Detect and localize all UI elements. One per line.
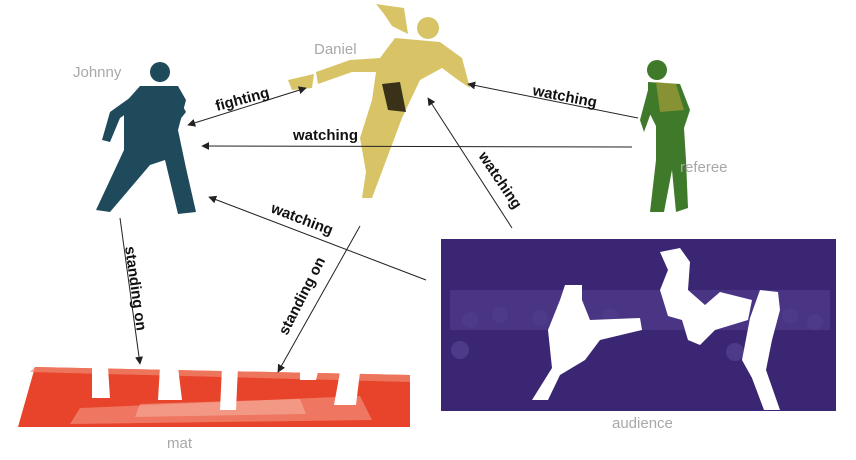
audience-label: audience bbox=[612, 415, 673, 432]
johnny-left-arm bbox=[102, 92, 140, 142]
audience-node bbox=[441, 239, 836, 411]
mat-label: mat bbox=[167, 435, 193, 452]
referee-label: referee bbox=[680, 159, 728, 176]
johnny-head bbox=[150, 62, 170, 82]
daniel-kicking-foot bbox=[288, 74, 314, 90]
edge-label-audience-johnny: watching bbox=[268, 200, 336, 240]
daniel-head bbox=[417, 17, 439, 39]
referee-shirt bbox=[656, 82, 684, 112]
edge-label-fighting: fighting bbox=[214, 84, 272, 115]
daniel-raised-arm bbox=[376, 4, 408, 34]
referee-body bbox=[648, 82, 690, 212]
johnny-label: Johnny bbox=[73, 64, 122, 81]
daniel-body bbox=[316, 38, 470, 198]
referee-node bbox=[640, 60, 690, 212]
daniel-belt bbox=[382, 82, 406, 112]
johnny-node bbox=[96, 62, 196, 214]
edge-label-johnny-mat: standing on bbox=[121, 245, 150, 332]
edge-referee-johnny bbox=[201, 142, 633, 151]
mat-node bbox=[18, 367, 410, 427]
daniel-node bbox=[288, 4, 470, 198]
daniel-label: Daniel bbox=[314, 41, 357, 58]
referee-head bbox=[647, 60, 667, 80]
mat-feet-silhouettes bbox=[92, 367, 360, 410]
edge-label-referee-johnny: watching bbox=[292, 127, 358, 144]
edge-fighting bbox=[187, 86, 307, 127]
edge-label-audience-daniel: watching bbox=[474, 148, 525, 212]
edge-daniel-mat bbox=[277, 225, 361, 373]
edge-referee-daniel bbox=[467, 81, 639, 119]
edge-label-referee-daniel: watching bbox=[530, 82, 598, 111]
edge-audience-daniel bbox=[427, 97, 513, 229]
audience-fighter-silhouettes bbox=[532, 248, 780, 410]
johnny-body bbox=[96, 86, 196, 214]
johnny-right-arm bbox=[172, 94, 186, 122]
referee-left-arm bbox=[640, 90, 652, 132]
edge-johnny-mat bbox=[119, 217, 143, 365]
edge-audience-johnny bbox=[208, 195, 427, 281]
